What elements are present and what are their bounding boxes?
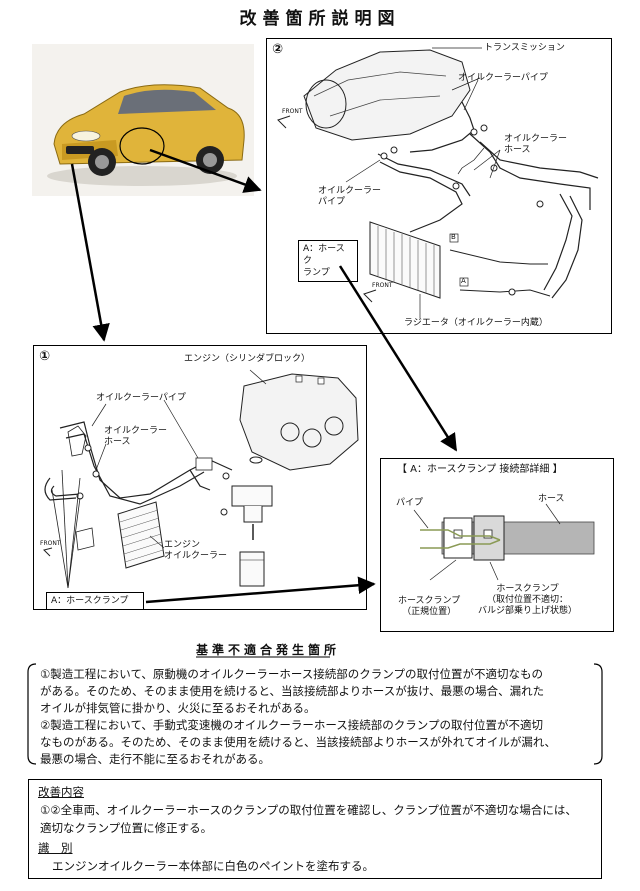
diagram-2-number: ②	[272, 42, 284, 57]
detail-label-clamp-wrong: ホースクランプ （取付位置不適切： バルジ部乗り上げ状態）	[478, 584, 578, 616]
detail-heading: 【 A：ホースクランプ 接続部詳細 】	[397, 464, 563, 475]
label-oil-cooler-hose: オイルクーラー ホース	[504, 134, 568, 155]
identification-heading: 識 別	[38, 841, 73, 855]
improvement-text-1: ①②全車両、オイルクーラーホースのクランプの取付位置を確認し、クランプ位置が不適…	[40, 803, 577, 817]
improvement-box	[28, 779, 602, 879]
car-photo	[32, 44, 254, 196]
defect-text: ①製造工程において、原動機のオイルクーラーホース接続部のクランプの取付位置が不適…	[40, 666, 600, 768]
tag-hose-clamp-1: A：ホースクランプ	[46, 592, 144, 610]
improvement-text-2: 適切なクランプ位置に修正する。	[40, 821, 213, 835]
defect-line-3: オイルが排気管に掛かり、火災に至るおそれがある。	[40, 701, 316, 715]
detail-label-hose: ホース	[538, 494, 565, 504]
improvement-heading: 改善内容	[38, 785, 84, 799]
label-oil-cooler-hose-1: オイルクーラー ホース	[104, 426, 168, 447]
label-radiator: ラジエータ（オイルクーラー内蔵）	[404, 318, 548, 328]
defect-line-2: がある。そのため、そのまま使用を続けると、当該接続部よりホースが抜け、最悪の場合…	[40, 684, 545, 698]
defect-line-6: 最悪の場合、走行不能に至るおそれがある。	[40, 752, 270, 766]
label-oil-cooler-pipe-top: オイルクーラーパイプ	[458, 73, 548, 83]
label-engine: エンジン（シリンダブロック）	[184, 354, 311, 364]
defect-line-4: ②製造工程において、手動式変速機のオイルクーラーホース接続部のクランプの取付位置…	[40, 718, 543, 732]
defect-line-1: ①製造工程において、原動機のオイルクーラーホース接続部のクランプの取付位置が不適…	[40, 667, 543, 681]
diagram-1-number: ①	[39, 349, 51, 364]
tag-hose-clamp-2: A：ホースク ランプ	[298, 240, 358, 282]
page-title: 改善箇所説明図	[239, 9, 401, 29]
defect-heading: 基準不適合発生箇所	[196, 643, 341, 657]
defect-line-5: なものがある。そのため、そのまま使用を続けると、当該接続部よりホースが外れてオイ…	[40, 735, 556, 749]
callout-b: B	[451, 233, 456, 241]
label-front-1: FRONT	[40, 540, 61, 547]
label-front-2b: FRONT	[372, 282, 393, 289]
label-engine-oil-cooler: エンジン オイルクーラー	[164, 540, 228, 561]
label-front-2a: FRONT	[282, 108, 303, 115]
diagram-1-engine	[33, 345, 367, 610]
label-oil-cooler-pipe-left: オイルクーラー パイプ	[318, 186, 382, 207]
label-oil-cooler-pipe-1: オイルクーラーパイプ	[96, 393, 186, 403]
detail-label-clamp-correct: ホースクランプ （正規位置）	[398, 596, 461, 617]
identification-text: エンジンオイルクーラー本体部に白色のペイントを塗布する。	[52, 859, 374, 873]
callout-a: A	[461, 277, 466, 285]
detail-label-pipe: パイプ	[396, 498, 424, 508]
label-transmission: トランスミッション	[484, 43, 565, 53]
